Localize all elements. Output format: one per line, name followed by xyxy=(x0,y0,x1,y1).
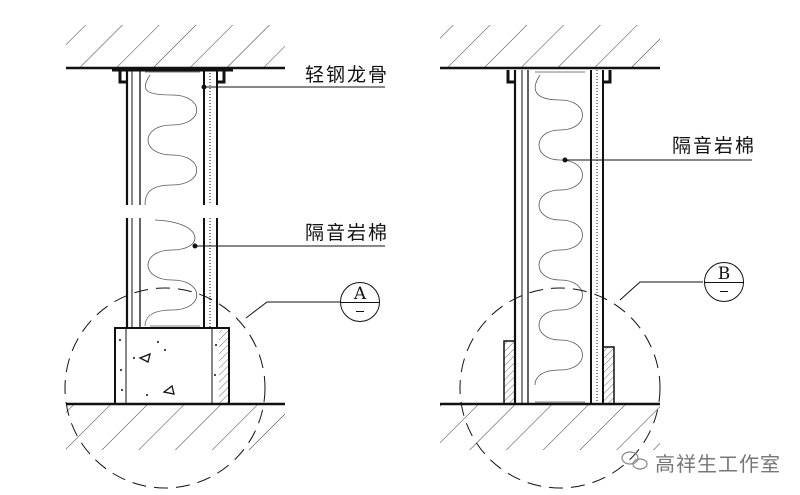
skirting-right xyxy=(602,346,615,405)
label-light-steel-keel: 轻钢龙骨 xyxy=(305,64,390,86)
skirting-left xyxy=(503,340,516,405)
ceiling-slab-right xyxy=(440,25,660,68)
left-section xyxy=(64,25,385,489)
detail-sub-b xyxy=(720,291,728,292)
wechat-icon xyxy=(621,451,648,470)
detail-marker-b: B xyxy=(704,262,744,302)
rock-wool-lower-left xyxy=(144,219,200,327)
detail-letter-b: B xyxy=(717,264,731,284)
rock-wool-right xyxy=(534,71,585,403)
floor-slab-right xyxy=(440,405,660,450)
rock-wool-upper-left xyxy=(144,71,200,206)
detail-circle-b xyxy=(459,287,661,489)
wall-boards-upper-left xyxy=(125,70,218,206)
wall-boards-lower-left xyxy=(125,218,218,328)
detail-letter-a: A xyxy=(353,284,367,304)
detail-marker-a: A xyxy=(340,282,380,322)
watermark: 高祥生工作室 xyxy=(655,452,781,476)
detail-circle-a xyxy=(64,287,266,489)
right-section xyxy=(440,25,752,489)
leader-a xyxy=(245,301,340,319)
label-rock-wool-right: 隔音岩棉 xyxy=(672,135,757,157)
floor-slab-left xyxy=(66,405,285,450)
label-rock-wool-left: 隔音岩棉 xyxy=(305,222,390,244)
detail-sub-a xyxy=(356,311,364,312)
ceiling-slab-left xyxy=(66,25,285,68)
leader-b xyxy=(619,281,703,301)
